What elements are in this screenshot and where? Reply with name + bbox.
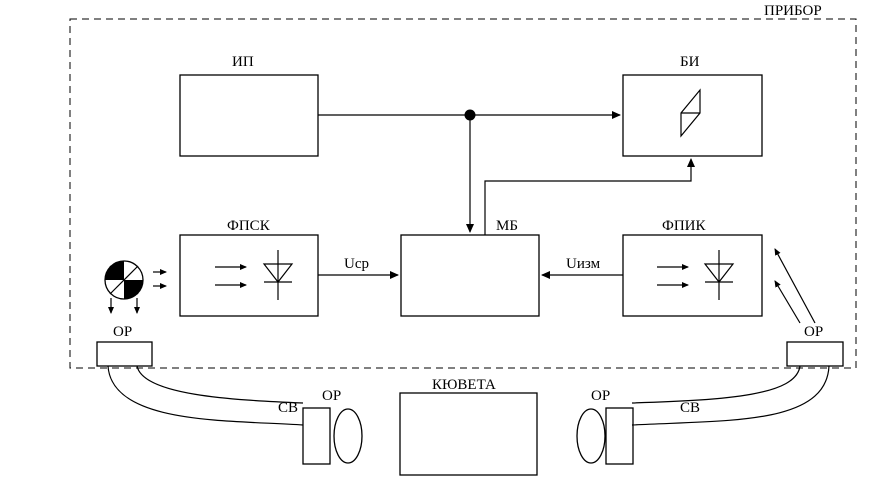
- lens-holder-left: [302, 407, 331, 465]
- lens-right-label: ОР: [591, 388, 610, 404]
- incoming-light-arrow: [774, 280, 801, 324]
- fiber-left-label: СВ: [278, 400, 298, 416]
- micro-block: [400, 234, 540, 317]
- connector-right-label: ОР: [804, 324, 823, 340]
- display-digit-icon: [680, 88, 701, 138]
- micro-to-display-arrow: [484, 158, 695, 235]
- lens-right: [576, 408, 606, 464]
- fiber-left-outer: [107, 365, 304, 426]
- display-unit-block: [622, 74, 763, 157]
- connector-left-label: ОР: [113, 324, 132, 340]
- photodiode-icon: [215, 250, 294, 300]
- cuvette-label: КЮВЕТА: [432, 377, 496, 393]
- device-boundary: [69, 18, 857, 369]
- power-supply-block: [179, 74, 319, 157]
- lens-holder-right: [605, 407, 634, 465]
- ref-photodetector-label: ФПСК: [227, 218, 271, 234]
- connector-left: [96, 341, 153, 367]
- power-supply-label: ИП: [232, 54, 254, 70]
- photodiode-icon: [657, 250, 735, 300]
- meas-photodetector-label: ФПИК: [662, 218, 707, 234]
- u-ref-label: Ucp: [344, 256, 369, 272]
- meas-photodetector-block: [622, 234, 763, 317]
- fiber-right-outer: [631, 365, 830, 426]
- display-unit-label: БИ: [680, 54, 700, 70]
- u-meas-label: Uизм: [566, 256, 601, 272]
- light-source-icon: [104, 260, 167, 314]
- lens-left-label: ОР: [322, 388, 341, 404]
- incoming-light-arrow: [774, 248, 816, 324]
- fiber-right-inner: [631, 365, 801, 404]
- cuvette-block: [399, 392, 538, 476]
- ref-photodetector-block: [179, 234, 319, 317]
- device-label: ПРИБОР: [764, 3, 822, 19]
- micro-block-label: МБ: [496, 218, 518, 234]
- connector-right: [786, 341, 844, 367]
- lens-left: [333, 408, 363, 464]
- fiber-right-label: СВ: [680, 400, 700, 416]
- fiber-left-inner: [136, 365, 304, 404]
